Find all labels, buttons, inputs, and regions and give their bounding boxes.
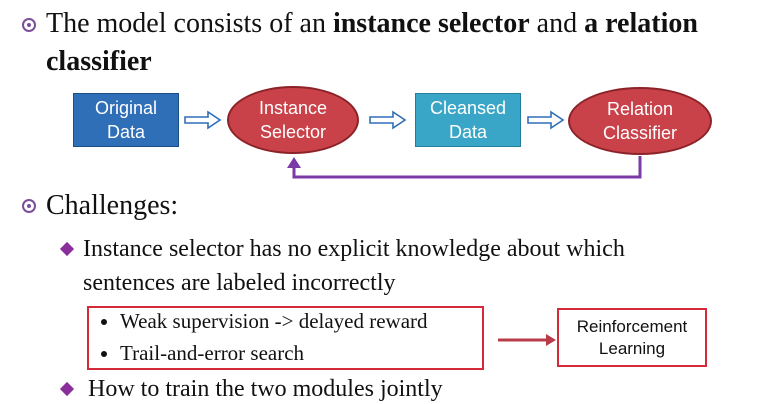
- title-bold-classifier: classifier: [46, 46, 152, 77]
- title-bullet-icon: [22, 18, 36, 32]
- node-relation-classifier-line1: Relation: [606, 99, 674, 119]
- challenge-1-line2: sentences are labeled incorrectly: [83, 270, 396, 296]
- node-relation-classifier-line2: Classifier: [602, 123, 677, 143]
- node-instance-selector-line1: Instance: [258, 98, 328, 118]
- sub-bullet-1: Weak supervision -> delayed reward: [120, 309, 428, 333]
- slide-title-line2: classifier: [46, 46, 152, 78]
- sub-bullet-2: Trail-and-error search: [120, 341, 305, 365]
- arrow-selector-to-cleansed: [369, 110, 407, 130]
- title-bold-relation: a relation: [584, 8, 698, 39]
- sub-bullet-2-dot-icon: [101, 351, 107, 357]
- diagram-arrows: [184, 110, 642, 179]
- sub-bullet-1-dot-icon: [101, 319, 107, 325]
- feedback-arrow: [292, 156, 642, 179]
- challenge-2-line: How to train the two modules jointly: [88, 376, 443, 402]
- title-bold-instance-selector: instance selector: [332, 8, 530, 39]
- challenges-bullet-icon: [22, 199, 36, 213]
- node-cleansed-data-line1: Cleansed: [429, 98, 507, 118]
- node-cleansed-data-line2: Data: [448, 122, 488, 142]
- rl-line1: Reinforcement: [576, 316, 688, 336]
- node-original-data-line2: Data: [106, 122, 146, 142]
- arrow-original-to-selector: [184, 110, 222, 130]
- challenge-1-diamond-icon: [59, 241, 75, 257]
- challenge-2-diamond-icon: [59, 381, 75, 397]
- sub-bullets-highlight-box: [87, 306, 484, 370]
- title-middle: and: [529, 8, 585, 39]
- title-prefix: The model consists of an: [46, 8, 333, 39]
- feedback-arrow-head: [287, 157, 301, 168]
- challenge-1-line1: Instance selector has no explicit knowle…: [83, 236, 625, 262]
- rl-line2: Learning: [598, 338, 666, 358]
- challenges-heading: Challenges:: [46, 190, 179, 221]
- node-original-data-line1: Original: [94, 98, 158, 118]
- slide-title-line1: The model consists of an instance select…: [46, 8, 698, 40]
- arrow-cleansed-to-classifier: [527, 110, 565, 130]
- node-instance-selector-line2: Selector: [259, 122, 327, 142]
- rl-arrow: [498, 334, 556, 346]
